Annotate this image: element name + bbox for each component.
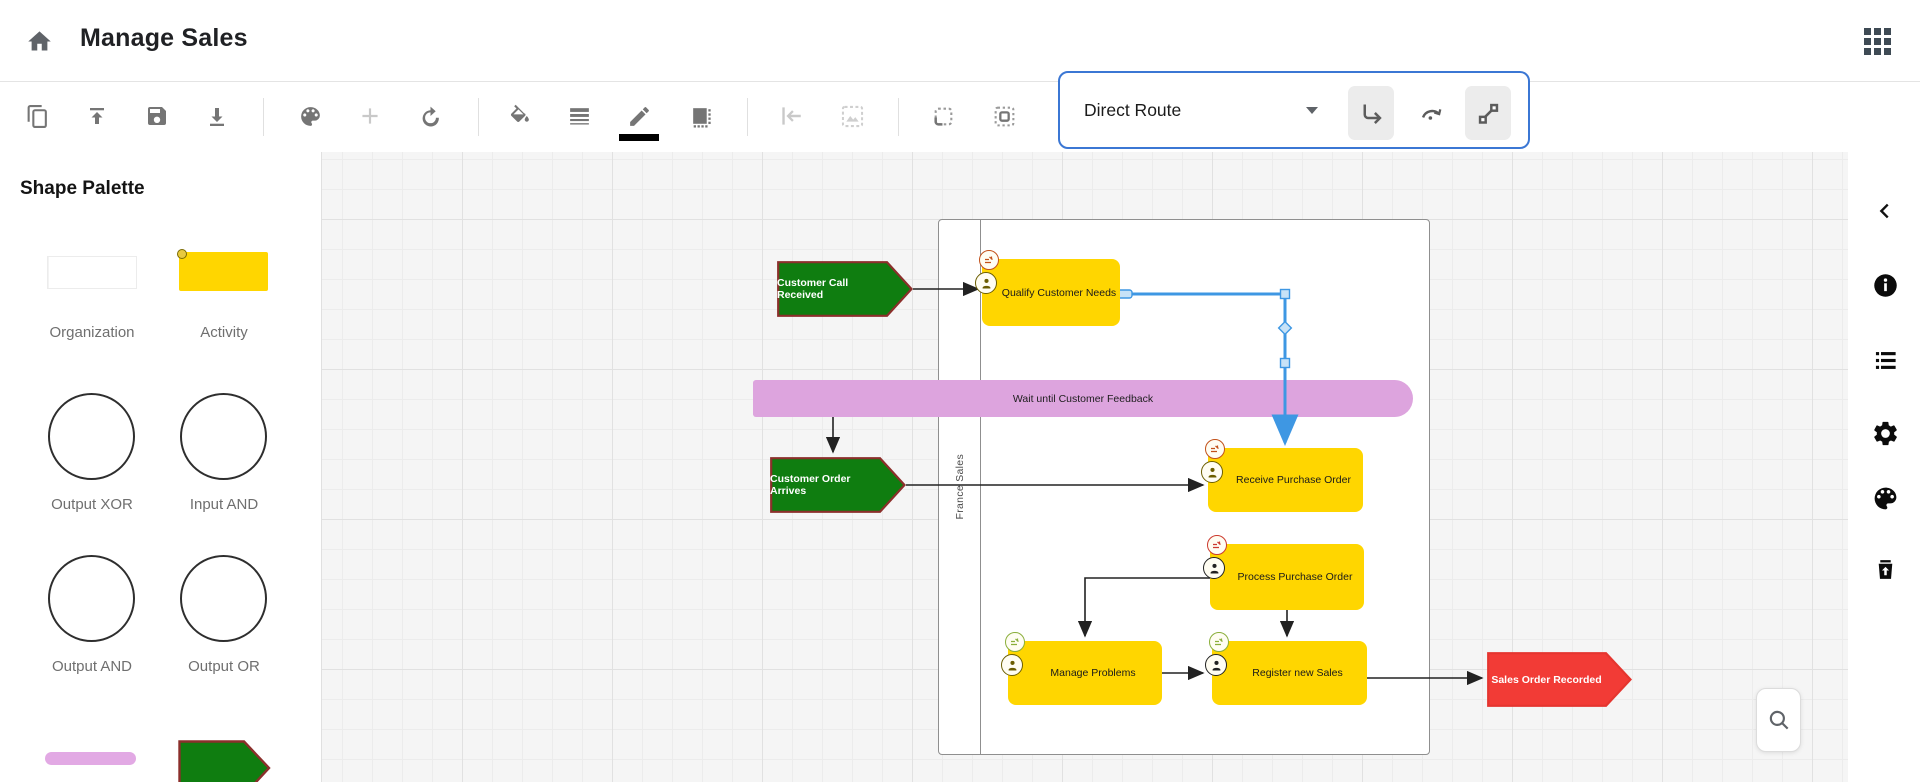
palette-shape-organization[interactable] (47, 256, 137, 289)
chevron-left-icon (1879, 203, 1889, 219)
activity-label: Receive Purchase Order (1236, 474, 1351, 486)
lane-label: France Sales (953, 454, 966, 520)
upload-icon[interactable] (80, 99, 114, 133)
toolbar-divider (898, 98, 899, 136)
event-customer-order-arrives[interactable]: Customer Order Arrives (770, 457, 906, 513)
list-button[interactable] (1870, 345, 1900, 375)
gear-icon (1873, 421, 1897, 445)
info-button[interactable] (1870, 270, 1900, 300)
straight-route-button[interactable] (1465, 86, 1511, 140)
save-icon[interactable] (140, 99, 174, 133)
list-icon (1875, 351, 1896, 369)
person-badge-icon (1203, 557, 1225, 579)
palette-label: Organization (49, 324, 135, 341)
select-shape-icon[interactable] (987, 99, 1021, 133)
palette-shape-wait-event[interactable] (45, 752, 136, 765)
trash-restore-icon (1878, 559, 1892, 579)
line-weight-icon[interactable] (562, 99, 596, 133)
palette-icon[interactable] (293, 99, 327, 133)
activity-receive-purchase-order[interactable]: Receive Purchase Order (1201, 439, 1363, 512)
edit-line-color-icon[interactable] (622, 99, 656, 133)
palette-shape-output-xor[interactable] (48, 393, 135, 480)
fill-color-icon[interactable] (502, 99, 536, 133)
process-badge-icon (1205, 439, 1225, 459)
palette-shape-event-arrow[interactable] (178, 740, 271, 782)
palette-shape-output-and[interactable] (48, 555, 135, 642)
curved-route-button[interactable] (1408, 86, 1454, 140)
download-icon[interactable] (200, 99, 234, 133)
palette-label: Activity (200, 324, 248, 341)
border-style-icon[interactable] (684, 99, 718, 133)
palette-title: Shape Palette (20, 178, 145, 199)
event-label: Sales Order Recorded (1491, 673, 1602, 686)
palette-shape-input-and[interactable] (180, 393, 267, 480)
route-type-select[interactable]: Direct Route (1084, 73, 1364, 147)
add-icon[interactable] (353, 99, 387, 133)
home-icon (27, 30, 51, 50)
toolbar: Direct Route (0, 71, 1920, 152)
activity-process-purchase-order[interactable]: Process Purchase Order (1203, 535, 1364, 610)
toolbar-divider (747, 98, 748, 136)
collapse-panel-button[interactable] (1870, 196, 1900, 226)
route-toolbar-group: Direct Route (1058, 71, 1530, 149)
select-area-icon[interactable] (926, 99, 960, 133)
person-badge-icon (1201, 461, 1223, 483)
activity-register-new-sales[interactable]: Register new Sales (1205, 632, 1367, 705)
curved-route-icon (1421, 108, 1441, 120)
diagram-canvas[interactable]: France Sales Customer Call Received Qual… (322, 152, 1848, 782)
lane-header[interactable]: France Sales (939, 220, 981, 754)
align-left-icon[interactable] (774, 99, 808, 133)
process-badge-icon (1005, 632, 1025, 652)
right-sidebar (1848, 152, 1920, 782)
route-type-value: Direct Route (1084, 99, 1182, 120)
activity-qualify-customer-needs[interactable]: Qualify Customer Needs (975, 250, 1120, 326)
event-label: Customer Call Received (777, 277, 849, 301)
activity-badge-icon (177, 249, 187, 259)
palette-icon (1874, 487, 1896, 509)
page-title: Manage Sales (80, 24, 248, 52)
activity-label: Manage Problems (1050, 667, 1136, 679)
straight-route-icon (1478, 103, 1498, 124)
activity-label: Register new Sales (1252, 667, 1343, 679)
palette-label: Output OR (188, 658, 260, 675)
palette-label: Output XOR (51, 496, 133, 513)
person-badge-icon (1001, 654, 1023, 676)
person-badge-icon (1205, 654, 1227, 676)
event-customer-call-received[interactable]: Customer Call Received (777, 261, 913, 317)
magnifier-icon (1769, 710, 1788, 730)
delete-restore-button[interactable] (1870, 554, 1900, 584)
apps-grid-icon[interactable] (1864, 28, 1892, 56)
process-badge-icon (1207, 535, 1227, 555)
reset-icon[interactable] (413, 99, 447, 133)
palette-shape-activity[interactable] (177, 249, 268, 291)
palette-label: Output AND (51, 658, 133, 675)
palette-shape-output-or[interactable] (180, 555, 267, 642)
chevron-down-icon (1306, 107, 1318, 114)
elbow-route-icon (1363, 104, 1382, 124)
selected-line-color (619, 134, 659, 141)
copy-icon[interactable] (20, 99, 54, 133)
band-label: Wait until Customer Feedback (1012, 392, 1154, 405)
activity-label: Qualify Customer Needs (1001, 286, 1117, 299)
theme-palette-button[interactable] (1870, 483, 1900, 513)
wait-band-wait-until-customer-feedback[interactable]: Wait until Customer Feedback (753, 380, 1413, 417)
home-button[interactable] (22, 24, 56, 58)
shape-palette-panel: Shape Palette Organization Activity Outp… (0, 152, 322, 782)
toolbar-divider (263, 98, 264, 136)
zoom-search-button[interactable] (1756, 688, 1801, 752)
elbow-route-button[interactable] (1348, 86, 1394, 140)
event-label: Customer Order Arrives (770, 473, 851, 497)
process-badge-icon (1209, 632, 1229, 652)
process-badge-icon (979, 250, 999, 270)
app-header: Manage Sales (0, 0, 1920, 82)
info-icon (1873, 273, 1897, 297)
insert-image-icon[interactable] (835, 99, 869, 133)
palette-label: Input AND (189, 496, 259, 513)
activity-label: Process Purchase Order (1237, 571, 1353, 583)
activity-manage-problems[interactable]: Manage Problems (1001, 632, 1162, 705)
toolbar-divider (478, 98, 479, 136)
person-badge-icon (975, 272, 997, 294)
settings-button[interactable] (1870, 418, 1900, 448)
event-sales-order-recorded[interactable]: Sales Order Recorded (1487, 652, 1633, 707)
